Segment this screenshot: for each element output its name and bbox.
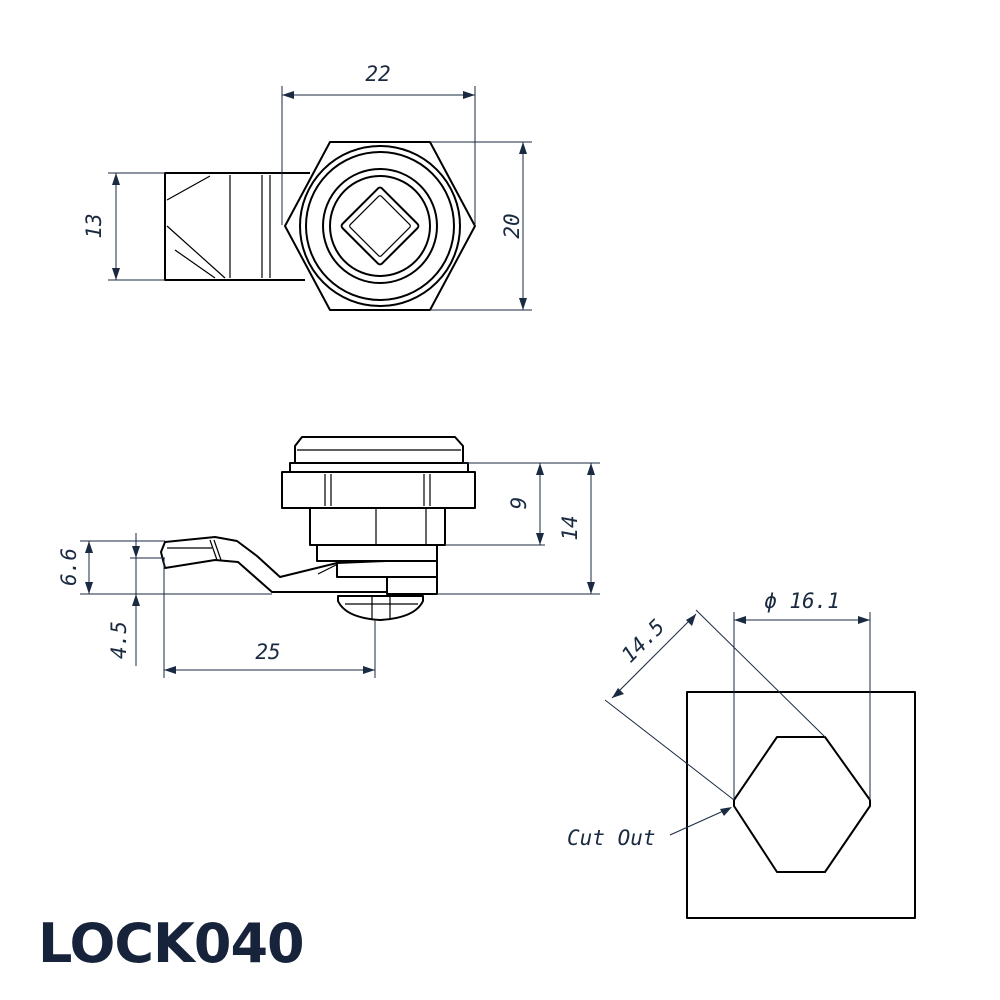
dimension-14-5: 14.5	[604, 609, 826, 801]
dimension-6-6: 6.6	[57, 540, 272, 595]
lock-body	[316, 544, 438, 562]
hex-nut-top	[284, 141, 476, 311]
lock-flange	[281, 471, 476, 509]
cut-out-label: Cut Out	[567, 826, 656, 850]
dim-label-9: 9	[507, 497, 531, 510]
dim-label-13: 13	[82, 213, 106, 238]
side-view: 9 14 6.6 4.5	[57, 436, 600, 678]
dimension-phi-16-1: ϕ 16.1	[733, 589, 871, 800]
dimension-20: 20	[430, 141, 532, 311]
part-number-title: LOCK040	[38, 912, 305, 975]
screw-head	[337, 595, 424, 621]
dimension-25: 25	[163, 558, 376, 678]
dim-label-6-6: 6.6	[57, 548, 81, 586]
square-key-slot	[340, 186, 420, 266]
dim-label-14: 14	[558, 515, 582, 540]
dim-label-4-5: 4.5	[107, 621, 131, 659]
cutout-view: ϕ 16.1 14.5 Cut Out	[567, 589, 916, 919]
dim-label-14-5: 14.5	[617, 615, 670, 668]
cut-out-callout: Cut Out	[567, 807, 732, 850]
cam-side	[160, 536, 387, 593]
middle-ring	[305, 151, 455, 301]
cam-arm-top	[164, 172, 310, 281]
dim-label-20: 20	[500, 213, 524, 238]
top-view: 22 20 13	[82, 62, 532, 311]
outer-ring	[299, 145, 461, 307]
panel-outline	[686, 691, 916, 919]
dim-label-phi-16-1: ϕ 16.1	[764, 589, 840, 613]
dimension-14: 14	[437, 463, 600, 595]
dim-label-22: 22	[365, 62, 390, 86]
dimension-13: 13	[82, 172, 165, 281]
dimension-4-5: 4.5	[107, 533, 165, 666]
inner-ring	[322, 168, 438, 284]
hex-nut-side	[309, 507, 446, 546]
dimension-22: 22	[281, 62, 476, 226]
key-ring	[329, 175, 431, 277]
dim-label-25: 25	[255, 640, 280, 664]
cutout-shape	[733, 736, 871, 873]
dimension-9: 9	[445, 462, 600, 546]
